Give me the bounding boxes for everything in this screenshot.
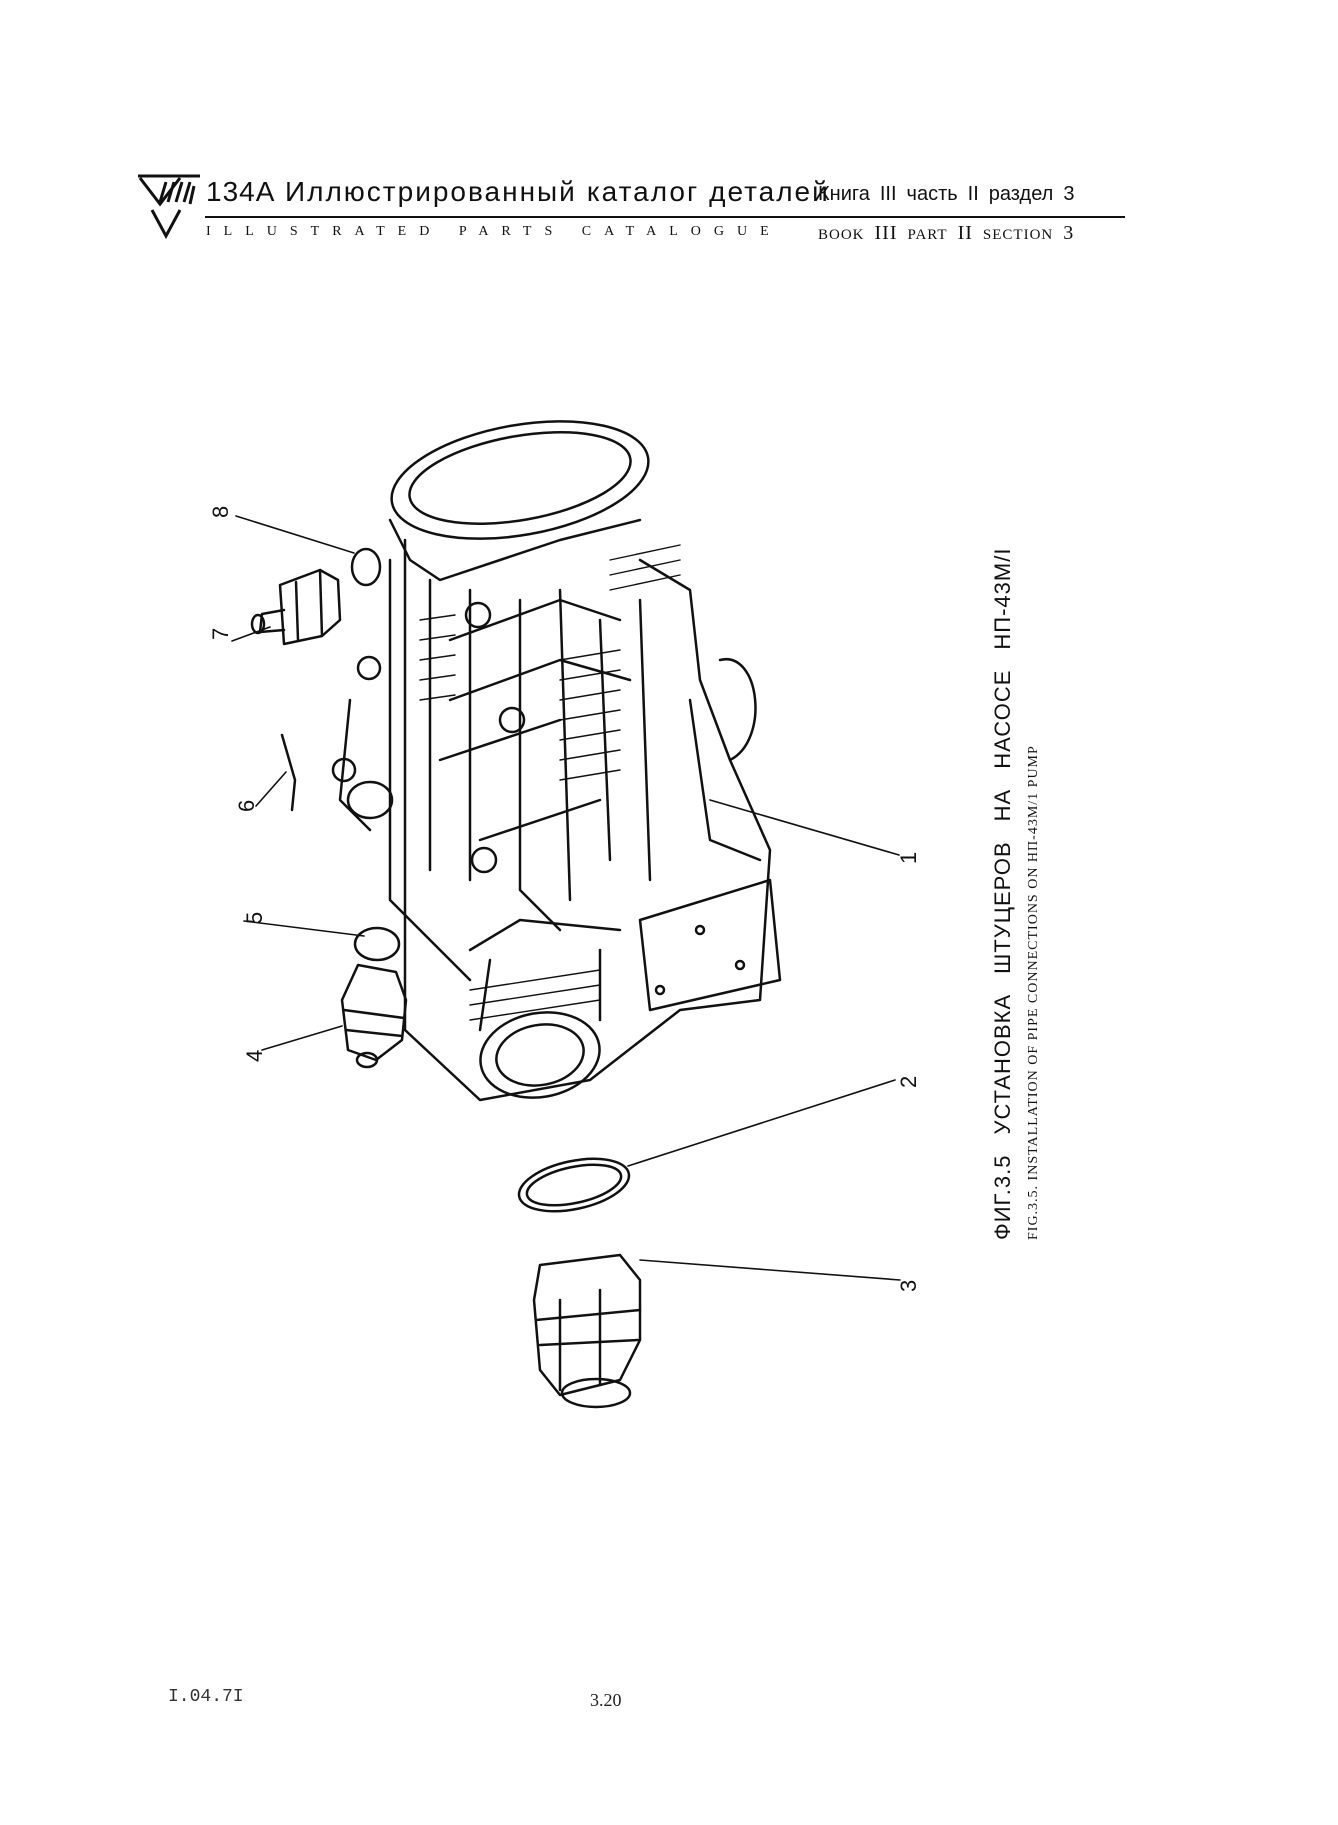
caption-ru: ФИГ.3.5 УСТАНОВКА ШТУЦЕРОВ НА НАСОСЕ НП-43М/I <box>990 548 1026 1240</box>
callout-8: 8 <box>208 506 233 518</box>
callout-7: 7 <box>208 628 233 640</box>
caption-pump-model: НП-43М/I <box>990 547 1015 650</box>
lock-wire-6 <box>280 733 297 812</box>
fitting-7 <box>250 568 342 646</box>
part-label-ru: часть <box>906 183 958 205</box>
title-word-3: деталей <box>709 176 830 207</box>
section-number-ru: 3 <box>1063 183 1075 205</box>
book-reference-ru: Книга III часть II раздел 3 <box>818 183 1084 206</box>
caption-figure-number: ФИГ.3.5 <box>990 1154 1015 1240</box>
catalog-title-ru: Иллюстрированный каталог деталей <box>285 176 830 208</box>
fitting-4 <box>340 963 408 1069</box>
o-ring-8 <box>350 547 382 587</box>
book-number-en: III <box>874 222 898 244</box>
caption-word-2: ШТУЦЕРОВ <box>990 841 1015 974</box>
book-reference-en: BOOK III PART II SECTION 3 <box>818 222 1084 245</box>
header-rule <box>205 216 1125 218</box>
callout-2: 2 <box>896 1076 921 1088</box>
book-label-en: BOOK <box>818 227 865 243</box>
caption-word-3: НА <box>990 788 1015 822</box>
catalog-title-en: ILLUSTRATED PARTS CATALOGUE <box>206 224 782 239</box>
book-label-ru: Книга <box>818 183 870 205</box>
section-label-ru: раздел <box>988 183 1054 205</box>
part-number-en: II <box>957 222 973 244</box>
part-number-ru: II <box>967 183 979 205</box>
revision-date: I.04.7I <box>168 1687 244 1707</box>
caption-word-1: УСТАНОВКА <box>990 993 1015 1135</box>
aircraft-model: 134A <box>206 176 276 207</box>
manufacturer-logo <box>138 174 200 240</box>
section-label-en: SECTION <box>982 227 1054 243</box>
fitting-3 <box>532 1253 642 1409</box>
page-number: 3.20 <box>590 1690 622 1710</box>
callout-4: 4 <box>242 1050 267 1062</box>
book-number-ru: III <box>879 183 897 205</box>
title-word-2: каталог <box>586 176 700 207</box>
callout-5: 5 <box>242 912 267 924</box>
caption-word-4: НАСОСЕ <box>990 669 1015 769</box>
page-header: 134A Иллюстрированный каталог деталей ILLU… <box>0 0 1338 260</box>
pump-body <box>331 420 782 1102</box>
caption-en: FIG.3.5. INSTALLATION OF PIPE CONNECTION… <box>1026 745 1041 1240</box>
part-label-en: PART <box>907 227 948 243</box>
figure-caption: ФИГ.3.5 УСТАНОВКА ШТУЦЕРОВ НА НАСОСЕ НП-43М/I… <box>990 548 1080 1240</box>
callout-1: 1 <box>896 852 921 864</box>
pump-exploded-drawing: 8 7 6 5 4 1 2 3 <box>208 420 921 1409</box>
o-ring-2 <box>517 1157 631 1213</box>
callout-6: 6 <box>234 800 259 812</box>
section-number-en: 3 <box>1063 222 1075 244</box>
title-word-1: Иллюстрированный <box>285 176 577 207</box>
callout-3: 3 <box>896 1280 921 1292</box>
o-ring-5 <box>353 926 401 962</box>
